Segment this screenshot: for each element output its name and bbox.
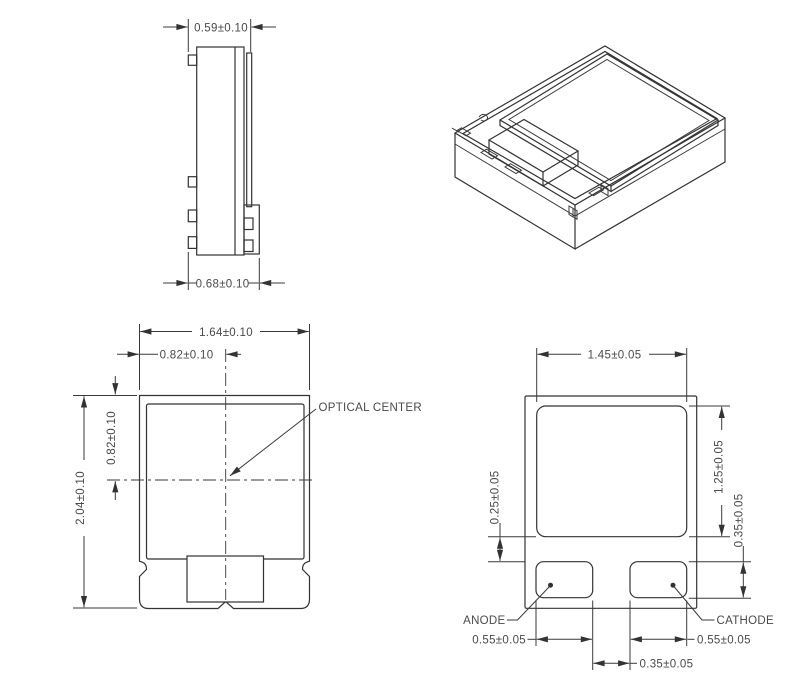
side-top-width-dimension: 0.59±0.10 <box>163 19 276 52</box>
isometric-view <box>451 45 727 251</box>
pad-to-terminal-gap-dim-label: 0.25±0.05 <box>490 471 502 525</box>
iso-raised-block <box>487 118 580 188</box>
thermal-pad <box>536 405 688 538</box>
terminal-gap-dim-label: 0.35±0.05 <box>640 659 694 671</box>
cathode-width-dim-label: 0.55±0.05 <box>697 635 751 647</box>
cathode-callout: CATHODE <box>670 582 775 627</box>
anode-terminal-pad <box>535 561 594 599</box>
pad-width-dim-label: 1.45±0.05 <box>588 350 642 362</box>
iso-wall-step-line <box>454 128 726 217</box>
pad-to-terminal-gap-dimension: 0.25±0.05 <box>488 471 536 563</box>
side-view: 0.59±0.10 0.68±0.10 <box>163 19 285 291</box>
side-castellation-tab <box>187 176 198 188</box>
terminal-height-dim-label: 0.35±0.05 <box>734 494 746 548</box>
iso-lens-plate-thickness <box>499 120 719 193</box>
pad-width-dimension: 1.45±0.05 <box>536 348 688 402</box>
side-terminal-notch <box>243 239 254 253</box>
terminal-gap-dimension: 0.35±0.05 <box>593 659 693 671</box>
iso-lens-plate-inner-border <box>508 58 710 182</box>
terminal-bottom-extension-lines <box>535 600 688 670</box>
front-optical-center-height-dimension: 0.82±0.10 <box>106 376 119 500</box>
front-overall-height-dimension: 2.04±0.10 <box>73 395 137 609</box>
terminal-height-dimension: 0.35±0.05 <box>688 494 751 599</box>
iso-rim-lip <box>461 50 719 200</box>
side-terminal-notch <box>243 217 254 231</box>
front-half-width-dimension: 0.82±0.10 <box>117 350 241 362</box>
side-castellation-tab <box>187 54 198 66</box>
optical-center-label: OPTICAL CENTER <box>319 402 422 414</box>
front-overall-width-dimension: 1.64±0.10 <box>139 324 310 390</box>
side-castellation-tab <box>187 236 198 249</box>
front-view: 1.64±0.10 0.82±0.10 2.04±0.10 0.82±0.10 … <box>73 324 422 610</box>
side-body-outline <box>187 46 260 256</box>
anode-width-dim-label: 0.55±0.05 <box>472 635 526 647</box>
side-castellation-tab <box>187 209 198 223</box>
cathode-terminal-pad <box>629 561 688 599</box>
front-overall-width-dim-label: 1.64±0.10 <box>199 327 253 339</box>
anode-leader-dot <box>548 582 553 588</box>
pad-height-dim-label: 1.25±0.05 <box>714 440 726 494</box>
anode-callout: ANODE <box>463 582 553 627</box>
side-bottom-width-dimension: 0.68±0.10 <box>163 252 285 291</box>
front-overall-height-dim-label: 2.04±0.10 <box>75 471 87 525</box>
anode-label: ANODE <box>463 615 505 627</box>
pad-layout-view: 1.45±0.05 1.25±0.05 0.25±0.05 0.35±0.05 <box>463 348 774 671</box>
side-top-width-dim-label: 0.59±0.10 <box>194 23 248 35</box>
front-optical-center-callout: OPTICAL CENTER <box>229 402 422 477</box>
pad-package-outline <box>524 395 698 609</box>
front-half-width-dim-label: 0.82±0.10 <box>160 350 214 362</box>
cathode-width-dimension: 0.55±0.05 <box>630 635 751 647</box>
cathode-label: CATHODE <box>717 615 775 627</box>
front-body-outline <box>138 394 311 610</box>
iso-base-walls <box>454 118 726 251</box>
iso-castellation-marks <box>451 113 609 221</box>
pad-height-dimension: 1.25±0.05 <box>689 405 730 538</box>
anode-width-dimension: 0.55±0.05 <box>472 635 592 647</box>
cathode-leader-dot <box>670 582 676 588</box>
front-optical-center-height-dim-label: 0.82±0.10 <box>106 411 118 465</box>
side-bottom-width-dim-label: 0.68±0.10 <box>196 279 250 291</box>
